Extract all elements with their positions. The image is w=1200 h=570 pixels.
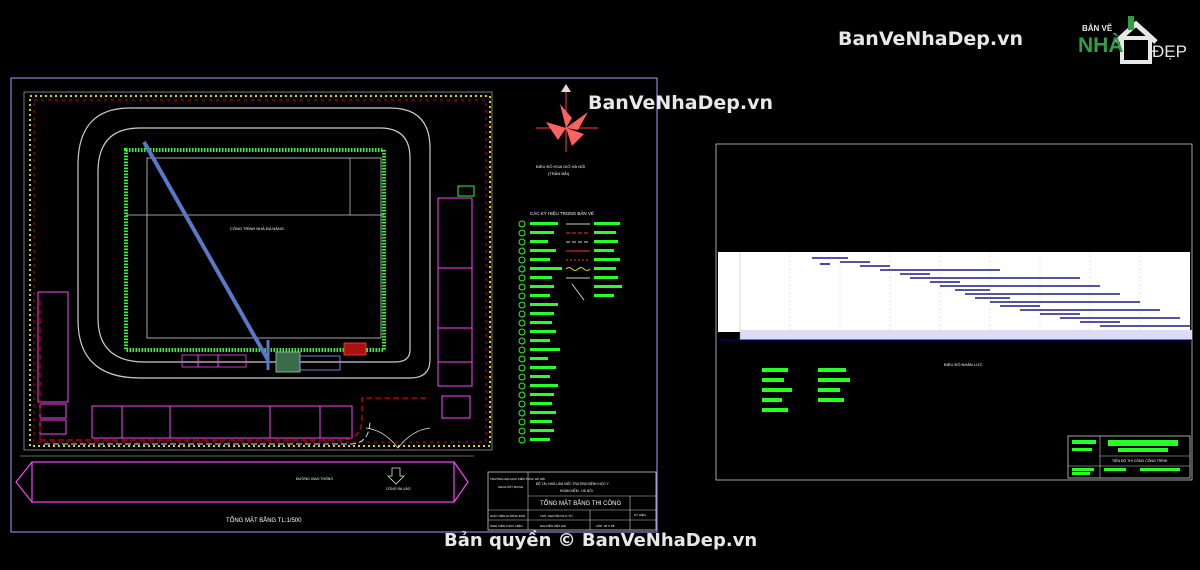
road-label: ĐƯỜNG GIAO THÔNG — [296, 476, 333, 481]
tb-sheet: KÝ HIỆU — [634, 512, 646, 517]
tb-project: ĐỀ TÀI: NHÀ LÀM VIỆC TRƯỜNG BỆNH HỌC Y — [536, 481, 610, 486]
tb-drawing-name: TỔNG MẶT BẰNG THI CÔNG — [540, 499, 621, 507]
tb-student: SINH VIÊN THỰC HIỆN — [490, 523, 523, 528]
tb-advisor: GIÁO VIÊN HƯỚNG DẪN — [490, 513, 525, 518]
watermark-center: BanVeNhaDep.vn — [588, 92, 774, 114]
tb-faculty: KHOA XÂY DỰNG — [498, 484, 524, 489]
house-logo-icon — [1114, 16, 1158, 64]
watermark-top-right: BanVeNhaDep.vn — [838, 28, 1024, 50]
compass-subcaption: (TRẦN BÃI) — [548, 171, 570, 176]
tb-school: TRƯỜNG ĐẠI HỌC KIẾN TRÚC HÀ NỘI — [490, 476, 545, 481]
logo-top-text: BẢN VẼ — [1082, 24, 1113, 33]
site-plan-title: TỔNG MẶT BẰNG TL:1/500 — [226, 516, 302, 524]
logo-dep-text: ĐẸP — [1152, 42, 1187, 61]
compass-caption: BIỂU ĐỒ HOA GIÓ HÀ NỘI — [536, 164, 585, 169]
legend-symbols — [518, 220, 622, 444]
chart-caption: BIỂU ĐỒ NHÂN LỰC — [944, 362, 983, 367]
tb-class: LỚP: 05 X 08 — [596, 523, 615, 528]
tb-location: HOÀN KIẾM - HÀ NỘI — [560, 488, 593, 493]
right-title-block-label: TIẾN ĐỘ THI CÔNG CÔNG TRÌNH — [1112, 458, 1168, 463]
brand-logo: BẢN VẼ NHÀ ĐẸP — [1076, 12, 1192, 66]
gate-label: CỔNG RA VÀO — [386, 486, 411, 491]
building-label: CÔNG TRÌNH NHÀ ĐA NĂNG — [230, 226, 284, 231]
tb-advisor-name: THS. NGUYỄN DUY TÚ — [540, 513, 572, 518]
logo-nha-text: NHÀ — [1078, 34, 1124, 57]
legend-title: CÁC KÝ HIỆU TRONG BẢN VẼ — [530, 209, 594, 216]
gantt-bars — [812, 257, 1190, 327]
tb-student-name: NGUYỄN VIỆT HẢI — [540, 523, 566, 528]
watermark-bottom: Bản quyền © BanVeNhaDep.vn — [444, 530, 758, 551]
